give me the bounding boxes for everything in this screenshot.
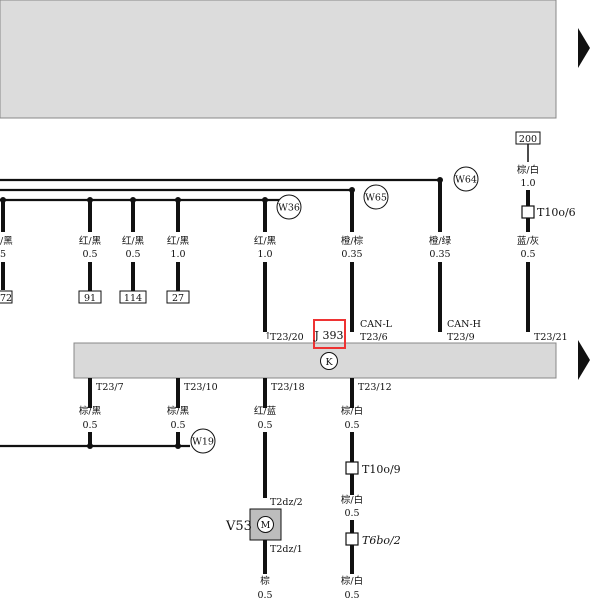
svg-text:0.5: 0.5 [344,590,359,601]
left-wire-ref: 72 [0,293,12,304]
svg-text:棕/黑: 棕/黑 [79,405,102,417]
svg-text:200: 200 [519,134,537,145]
page-next-arrow-module[interactable] [578,340,590,380]
svg-text:1.0: 1.0 [257,249,272,260]
connector-icon [345,532,359,546]
svg-text:T6bo/2: T6bo/2 [362,534,401,547]
svg-text:T10o/6: T10o/6 [537,206,576,219]
wire-t23-12: T23/12 棕/白 0.5 T10o/9 棕/白 0.5 T6bo/2 棕/白… [341,378,401,601]
svg-text:0.5: 0.5 [257,420,272,431]
wire-t23-9: 橙/绿 0.35 CAN-H T23/9 [429,180,481,343]
svg-text:棕/黑: 棕/黑 [167,405,190,417]
svg-text:91: 91 [84,293,96,304]
ground-w64: W64 [453,166,479,192]
svg-text:T23/20: T23/20 [270,332,304,343]
wire-114: 红/黑 0.5 114 [119,200,147,304]
wire-t23-20: 红/黑 1.0 ↑ T23/20 [254,200,304,343]
wire-91: 红/黑 0.5 91 [78,200,102,304]
svg-text:蓝/灰: 蓝/灰 [517,235,539,247]
svg-text:27: 27 [172,293,184,304]
svg-text:0.5: 0.5 [82,249,97,260]
svg-text:W36: W36 [278,203,300,214]
component-id-label: J 393 [314,329,344,342]
svg-text:红/黑: 红/黑 [167,235,190,247]
svg-text:1.0: 1.0 [170,249,185,260]
svg-text:0.5: 0.5 [344,508,359,519]
wire-27: 红/黑 1.0 27 [166,200,190,304]
page-next-arrow-top[interactable] [578,28,590,68]
ground-w65: W65 [363,184,389,210]
svg-text:0.35: 0.35 [341,249,362,260]
svg-text:0.5: 0.5 [344,420,359,431]
svg-text:T23/21: T23/21 [534,332,568,343]
svg-text:W19: W19 [192,437,214,448]
component-highlight-box [313,319,346,349]
svg-text:T23/18: T23/18 [271,382,305,393]
svg-text:橙/绿: 橙/绿 [429,235,452,247]
wire-t23-7: T23/7 棕/黑 0.5 [79,378,124,449]
svg-text:CAN-L: CAN-L [360,319,393,330]
top-panel [0,0,557,119]
wire-t23-10: T23/10 棕/黑 0.5 [167,378,218,449]
wire-t23-6: 橙/棕 0.35 CAN-L T23/6 [341,190,393,343]
svg-text:W65: W65 [365,193,387,204]
svg-text:T23/12: T23/12 [358,382,392,393]
svg-text:棕/白: 棕/白 [341,405,363,417]
motor-icon [257,516,274,533]
svg-text:0.5: 0.5 [170,420,185,431]
module-j393[interactable] [73,342,557,379]
wire-t23-18: T23/18 红/蓝 0.5 T2dz/2 [254,378,305,508]
ground-w36: W36 [276,194,302,220]
left-wire-color: /黑 [0,236,13,247]
svg-text:M: M [261,520,271,531]
svg-text:T23/10: T23/10 [184,382,218,393]
svg-text:红/黑: 红/黑 [122,235,145,247]
svg-text:W64: W64 [455,175,477,186]
svg-text:T23/7: T23/7 [96,382,124,393]
svg-text:↑: ↑ [264,331,272,342]
wire-motor-bottom: T2dz/1 棕 0.5 [257,540,303,601]
svg-text:CAN-H: CAN-H [447,319,481,330]
svg-text:0.35: 0.35 [429,249,450,260]
connector-icon [345,461,359,475]
svg-text:1.0: 1.0 [520,178,535,189]
svg-text:红/蓝: 红/蓝 [254,405,277,417]
left-wire-gauge: 5 [0,249,6,260]
svg-text:棕/白: 棕/白 [341,494,363,506]
svg-text:红/黑: 红/黑 [79,235,102,247]
svg-text:T2dz/2: T2dz/2 [270,497,303,508]
svg-text:棕/白: 棕/白 [517,164,539,176]
connector-icon [521,205,535,219]
svg-text:棕: 棕 [260,575,270,587]
svg-text:K: K [325,357,333,368]
svg-text:0.5: 0.5 [82,420,97,431]
motor-v53[interactable]: M V53 [225,508,282,541]
svg-text:橙/棕: 橙/棕 [341,235,364,247]
svg-text:T2dz/1: T2dz/1 [270,544,303,555]
svg-text:0.5: 0.5 [257,590,272,601]
svg-text:红/黑: 红/黑 [254,235,277,247]
svg-text:114: 114 [124,293,142,304]
svg-text:0.5: 0.5 [520,249,535,260]
svg-text:T23/9: T23/9 [447,332,475,343]
svg-text:T23/6: T23/6 [360,332,388,343]
svg-text:0.5: 0.5 [125,249,140,260]
svg-text:棕/白: 棕/白 [341,575,363,587]
svg-text:T10o/9: T10o/9 [362,463,401,476]
wire-t23-21: 200 棕/白 1.0 T10o/6 蓝/灰 0.5 T23/21 [515,131,576,343]
k-symbol-icon: K [320,352,338,370]
ground-w19: W19 [190,428,216,454]
motor-label: V53 [225,519,252,534]
